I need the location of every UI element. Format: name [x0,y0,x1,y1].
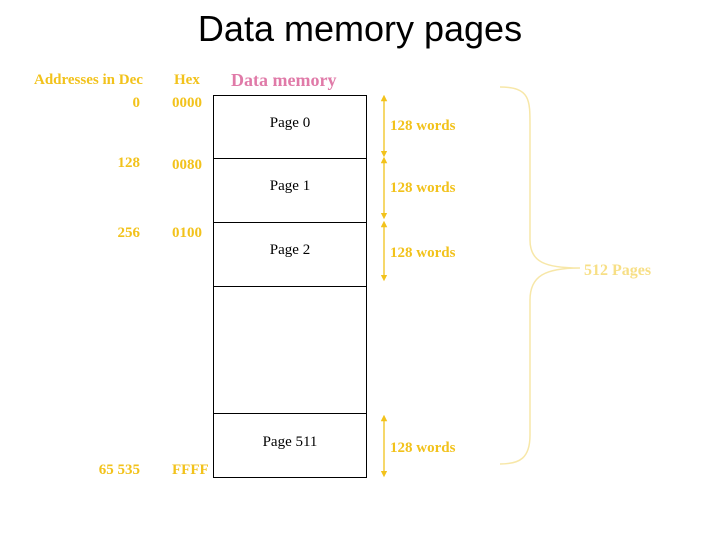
curly-brace [499,86,581,465]
page-divider [214,222,366,223]
words-label-page-511: 128 words [390,440,456,456]
page-divider [214,286,366,287]
total-pages-label: 512 Pages [584,262,652,279]
address-hex-page-0: 0000 [172,95,202,111]
address-hex-page-1: 0080 [172,157,202,173]
page-label-0: Page 0 [269,115,311,131]
words-label-page-0: 128 words [390,118,456,134]
slide-title: Data memory pages [197,8,523,49]
address-dec-page-0: 0 [132,95,141,111]
address-hex-last: FFFF [172,462,209,478]
words-label-page-1: 128 words [390,180,456,196]
page-label-511: Page 511 [262,434,318,450]
header-data-memory: Data memory [231,70,337,90]
header-hex: Hex [174,72,200,88]
page-label-2: Page 2 [269,242,311,258]
address-hex-page-2: 0100 [172,225,202,241]
address-dec-page-2: 256 [117,225,141,241]
words-label-page-2: 128 words [390,245,456,261]
page-divider [214,158,366,159]
data-memory-block: Page 0 Page 1 Page 2 Page 511 [213,95,367,478]
page-label-1: Page 1 [269,178,311,194]
address-dec-last: 65 535 [98,462,140,478]
address-dec-page-1: 128 [117,155,141,171]
page-divider [214,413,366,414]
header-addresses-dec: Addresses in Dec [34,72,143,88]
